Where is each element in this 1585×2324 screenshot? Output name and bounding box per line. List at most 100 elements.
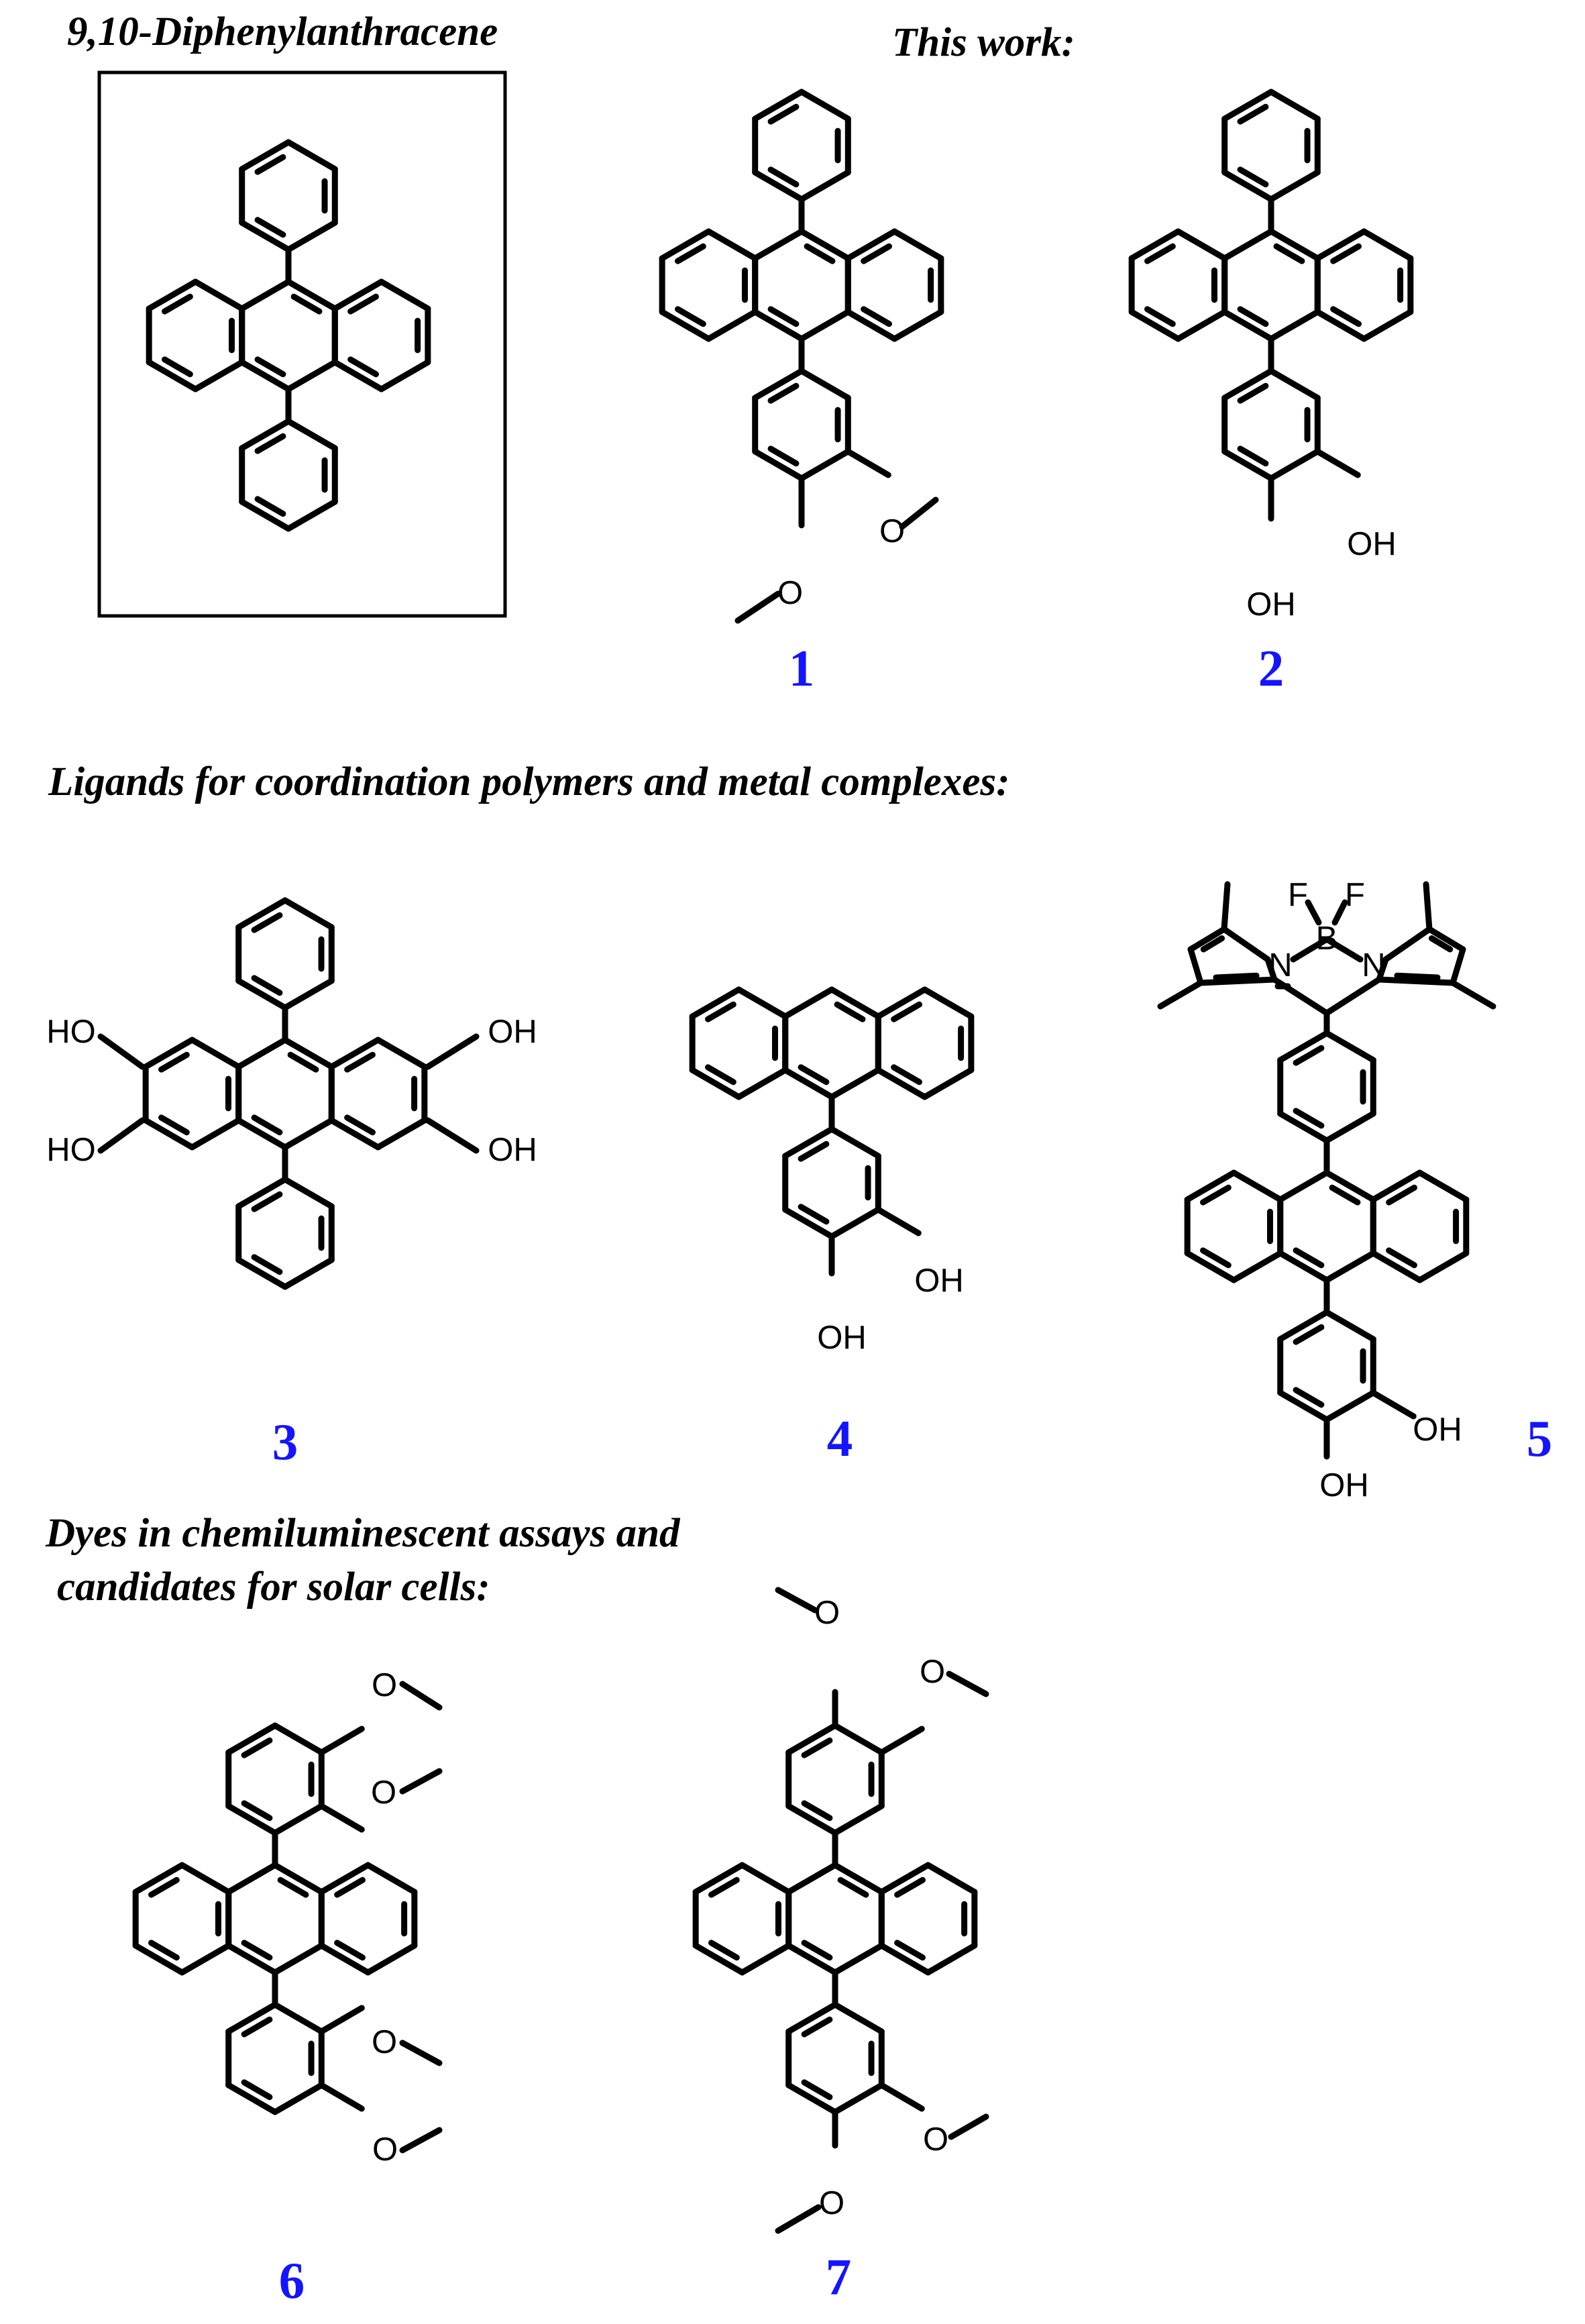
double-bond [1144,243,1176,264]
ring-bond [782,1067,835,1100]
ring-bond [1187,946,1204,986]
ring-bond [1221,169,1274,203]
structure-compound-6 [132,1681,443,2154]
ring-bond [331,359,385,392]
double-bond [1200,1184,1232,1206]
ring-bond [282,897,335,931]
ring-bond [1268,448,1321,482]
ring-bond [285,418,338,452]
double-bond [162,356,193,378]
ring-bond [1221,228,1274,262]
double-bond [251,1254,283,1275]
ring-bond [1197,976,1278,986]
double-bond [251,975,283,996]
substituent-bond [1314,448,1361,478]
methyl-bond [775,2204,822,2234]
methyl-bond [399,2127,443,2154]
ring-bond [1361,309,1414,342]
heading-ligands: Ligands for coordination polymers and me… [48,759,1009,804]
double-bond [1330,306,1362,327]
ring-bond [735,986,789,1020]
ring-bond [798,368,851,401]
double-bond [705,1064,736,1086]
ring-bond [798,228,851,262]
ring-bond [891,228,944,262]
ring-bond [1323,1030,1376,1063]
ring-bond [752,228,805,262]
double-bond [801,1940,833,1961]
ring-bond [832,1803,885,1836]
methyl-bond [946,1671,989,1697]
ring-bond [239,139,292,172]
ring-bond [689,1067,742,1100]
heading-dpa: 9,10-Diphenylanthracene [67,9,498,54]
ring-bond [146,359,199,392]
ring-bond [785,1722,838,1756]
double-bond [1293,1247,1325,1269]
ring-bond [1268,228,1321,262]
ring-bond [285,219,338,253]
substituent-bond [878,1726,925,1756]
ring-bond [828,1206,881,1240]
ring-bond [239,359,292,392]
ring-bond [798,89,851,122]
compound-number-1: 1 [789,639,815,697]
ring-bond [785,2001,838,2035]
methyl-bond [399,2040,443,2066]
double-bond [148,1877,180,1898]
double-bond [334,1877,366,1898]
ring-bond [752,448,805,482]
double-bond [290,293,323,315]
double-bond [1293,1324,1325,1345]
ring-bond [1230,1250,1284,1283]
ring-bond [272,2001,325,2035]
double-bond [1273,243,1305,264]
ring-bond [1277,1169,1330,1203]
double-bond [861,243,892,264]
ring-bond [1314,309,1368,342]
double-bond [254,217,286,238]
ring-bond [285,359,338,392]
ring-bond [331,278,385,312]
ring-bond [188,1117,242,1151]
ring-bond [752,89,805,122]
atom-label-oh: OH [817,1320,867,1356]
double-bond [767,166,800,188]
ring-bond [844,228,898,262]
ring-bond [705,228,759,262]
substituent-bond [318,1726,365,1756]
ring-bond [1128,228,1181,262]
ring-bond [739,1942,792,1976]
double-bond [798,1141,830,1162]
compound-number-6: 6 [279,2252,305,2309]
double-bond [1330,243,1362,264]
double-bond [241,1940,273,1961]
double-bond [241,2079,273,2101]
ring-bond [1417,1169,1470,1203]
double-bond [241,1737,273,1758]
double-bond [767,103,800,125]
ring-bond [875,986,928,1020]
ring-bond [225,1942,278,1976]
double-bond [1144,306,1176,327]
double-bond [158,1051,190,1073]
ring-bond [1268,169,1321,203]
double-bond [254,496,286,517]
ring-bond [1128,309,1181,342]
ring-bond [785,1942,838,1976]
dpa-frame [97,70,507,618]
ring-bond [235,897,288,931]
double-bond [334,1940,366,1961]
atom-label-oh: OH [1413,1412,1462,1448]
ring-bond [1277,1309,1330,1342]
ring-bond [239,278,292,312]
ring-bond [798,309,851,342]
atom-label-o: O [777,575,803,611]
ring-bond [1323,1250,1376,1283]
ring-bond [705,309,759,342]
ring-bond [328,1117,382,1151]
ring-bond [1376,976,1456,986]
hydroxyl-bond [97,1033,146,1070]
ring-bond [1184,1250,1237,1283]
